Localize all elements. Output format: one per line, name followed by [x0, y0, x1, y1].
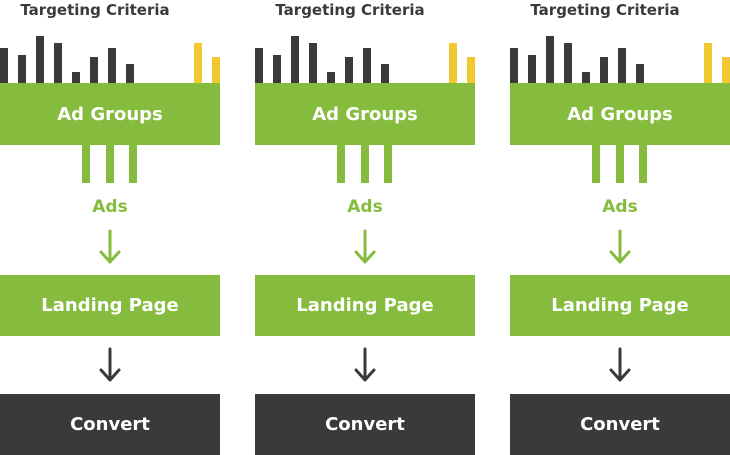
criteria-bar: [582, 72, 590, 83]
criteria-bar-highlight: [194, 43, 202, 83]
criteria-bar: [600, 57, 608, 83]
funnel-column-1: Targeting Criteria Ad Groups Ads Landing…: [0, 0, 220, 455]
ad-groups-label: Ad Groups: [57, 103, 163, 125]
connector-line: [592, 145, 600, 183]
ad-groups-box: Ad Groups: [0, 83, 220, 145]
criteria-bar: [255, 48, 263, 83]
criteria-bar: [0, 48, 8, 83]
convert-label: Convert: [325, 414, 405, 435]
funnel-column-3: Targeting Criteria Ad Groups Ads Landing…: [510, 0, 730, 455]
landing-page-label: Landing Page: [296, 295, 434, 316]
criteria-bar: [618, 48, 626, 83]
criteria-bar: [636, 64, 644, 83]
criteria-bar: [72, 72, 80, 83]
connector-line: [106, 145, 114, 183]
criteria-bar: [363, 48, 371, 83]
criteria-bar: [327, 72, 335, 83]
criteria-bar: [273, 55, 281, 83]
arrow-down-icon: [609, 229, 631, 264]
criteria-bar: [54, 43, 62, 83]
criteria-bar: [345, 57, 353, 83]
criteria-bar-highlight: [449, 43, 457, 83]
convert-label: Convert: [580, 414, 660, 435]
convert-label: Convert: [70, 414, 150, 435]
criteria-bar: [90, 57, 98, 83]
arrow-down-icon: [99, 347, 121, 382]
connector-line: [129, 145, 137, 183]
criteria-bar: [546, 36, 554, 83]
criteria-bar: [36, 36, 44, 83]
criteria-bar: [564, 43, 572, 83]
landing-page-box: Landing Page: [255, 275, 475, 336]
ad-groups-label: Ad Groups: [312, 103, 418, 125]
criteria-bar-highlight: [722, 57, 730, 83]
arrow-down-icon: [354, 229, 376, 264]
targeting-criteria-title: Targeting Criteria: [20, 1, 170, 19]
criteria-bar-highlight: [467, 57, 475, 83]
convert-box: Convert: [255, 394, 475, 455]
ad-groups-label: Ad Groups: [567, 103, 673, 125]
connector-line: [384, 145, 392, 183]
criteria-bar: [18, 55, 26, 83]
arrow-down-icon: [354, 347, 376, 382]
criteria-bar: [291, 36, 299, 83]
connector-line: [337, 145, 345, 183]
connector-line: [616, 145, 624, 183]
landing-page-label: Landing Page: [551, 295, 689, 316]
ads-label: Ads: [602, 197, 638, 217]
ad-groups-box: Ad Groups: [255, 83, 475, 145]
convert-box: Convert: [510, 394, 730, 455]
connector-line: [639, 145, 647, 183]
landing-page-box: Landing Page: [510, 275, 730, 336]
ad-groups-box: Ad Groups: [510, 83, 730, 145]
connector-line: [82, 145, 90, 183]
connector-line: [361, 145, 369, 183]
arrow-down-icon: [99, 229, 121, 264]
criteria-bar: [108, 48, 116, 83]
ads-label: Ads: [92, 197, 128, 217]
criteria-bar: [309, 43, 317, 83]
targeting-criteria-bars: [0, 30, 220, 83]
arrow-down-icon: [609, 347, 631, 382]
ad-group-connectors: [510, 145, 730, 183]
criteria-bar: [528, 55, 536, 83]
targeting-criteria-title: Targeting Criteria: [530, 1, 680, 19]
criteria-bar: [126, 64, 134, 83]
convert-box: Convert: [0, 394, 220, 455]
targeting-criteria-bars: [255, 30, 475, 83]
criteria-bar: [510, 48, 518, 83]
ad-group-connectors: [0, 145, 220, 183]
landing-page-label: Landing Page: [41, 295, 179, 316]
targeting-criteria-title: Targeting Criteria: [275, 1, 425, 19]
ad-group-connectors: [255, 145, 475, 183]
targeting-criteria-bars: [510, 30, 730, 83]
criteria-bar-highlight: [704, 43, 712, 83]
criteria-bar: [381, 64, 389, 83]
landing-page-box: Landing Page: [0, 275, 220, 336]
criteria-bar-highlight: [212, 57, 220, 83]
funnel-column-2: Targeting Criteria Ad Groups Ads Landing…: [255, 0, 475, 455]
ads-label: Ads: [347, 197, 383, 217]
